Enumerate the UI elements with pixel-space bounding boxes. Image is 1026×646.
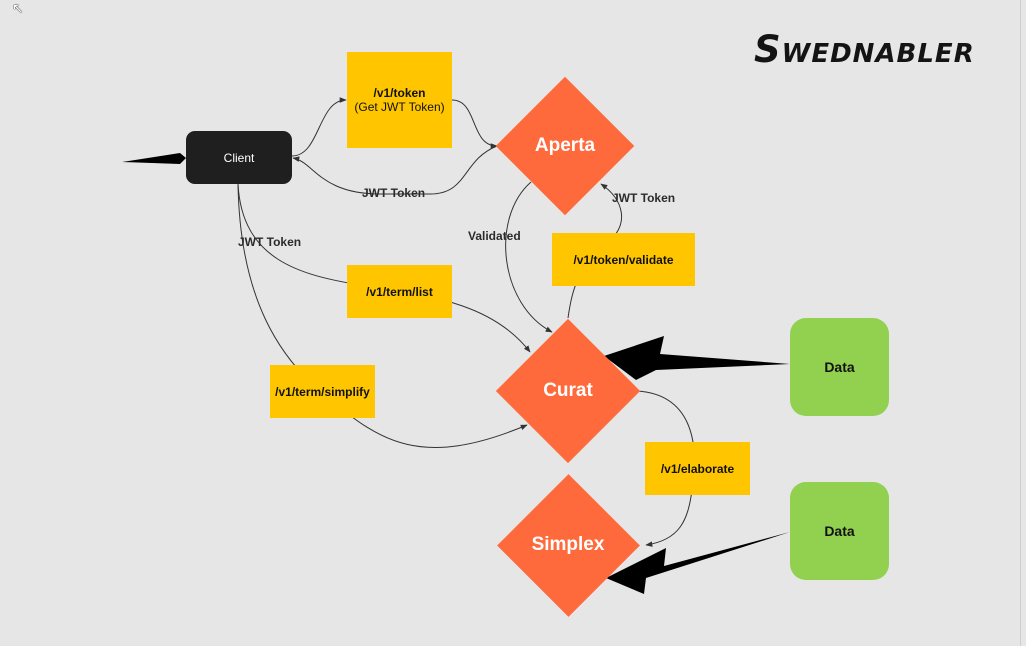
edge-client-to-token bbox=[291, 97, 347, 157]
edge-label-jwt-token-return: JWT Token bbox=[362, 186, 426, 200]
data-node-bottom[interactable]: Data bbox=[790, 482, 889, 580]
elaborate-node[interactable]: /v1/elaborate bbox=[645, 442, 750, 495]
term-simplify-node[interactable]: /v1/term/simplify bbox=[270, 365, 375, 418]
edge-aperta-to-client bbox=[292, 145, 498, 195]
curat-node[interactable]: Curat bbox=[495, 318, 641, 463]
data-node-top[interactable]: Data bbox=[790, 318, 889, 416]
edge-label-jwt-token-validate: JWT Token bbox=[612, 191, 676, 205]
simplex-label: Simplex bbox=[531, 534, 605, 555]
data-flow-arrow-top bbox=[604, 336, 790, 380]
token-endpoint-path: /v1/token bbox=[373, 86, 426, 100]
edge-token-to-aperta bbox=[451, 99, 498, 149]
aperta-label: Aperta bbox=[534, 135, 596, 156]
term-list-node[interactable]: /v1/term/list bbox=[347, 265, 452, 318]
term-simplify-label: /v1/term/simplify bbox=[275, 384, 370, 399]
edge-label-validated: Validated bbox=[468, 229, 521, 243]
data-top-label: Data bbox=[824, 359, 855, 375]
data-bottom-label: Data bbox=[824, 523, 855, 539]
curat-label: Curat bbox=[543, 379, 593, 401]
simplex-node[interactable]: Simplex bbox=[492, 473, 644, 617]
aperta-node[interactable]: Aperta bbox=[495, 76, 635, 216]
input-arrow bbox=[122, 153, 186, 164]
mouse-pointer-icon: ↖ bbox=[12, 0, 24, 16]
data-flow-arrow-bottom bbox=[606, 532, 790, 594]
token-validate-node[interactable]: /v1/token/validate bbox=[552, 233, 695, 286]
divider bbox=[1020, 0, 1021, 646]
client-label: Client bbox=[223, 150, 255, 165]
brand-title: Swednabler bbox=[754, 28, 975, 71]
token-endpoint-description: (Get JWT Token) bbox=[354, 100, 445, 114]
edge-aperta-to-curat bbox=[505, 181, 553, 333]
term-list-label: /v1/term/list bbox=[366, 284, 433, 299]
client-node[interactable]: Client bbox=[186, 131, 292, 184]
edge-label-jwt-token-client: JWT Token bbox=[238, 235, 302, 249]
token-validate-label: /v1/token/validate bbox=[573, 252, 674, 267]
token-endpoint-node[interactable]: /v1/token (Get JWT Token) bbox=[347, 52, 452, 148]
elaborate-label: /v1/elaborate bbox=[660, 461, 735, 476]
